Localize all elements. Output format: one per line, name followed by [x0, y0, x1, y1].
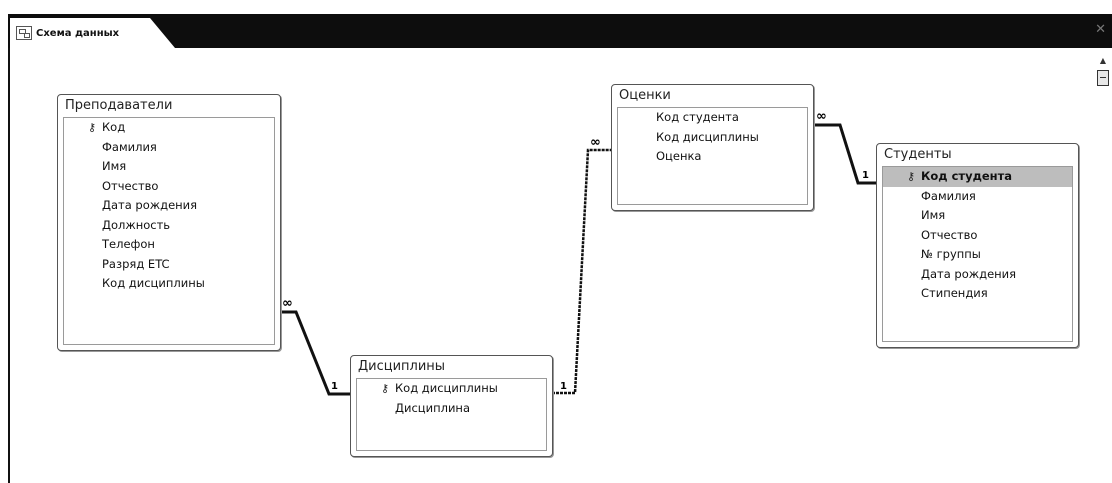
table-grades[interactable]: Оценки Код студента Код дисциплины Оценк…: [611, 84, 814, 211]
relation-label-many: ∞: [590, 135, 601, 150]
field-item[interactable]: Отчество: [921, 227, 978, 242]
field-item[interactable]: ⚷ Код: [64, 118, 274, 138]
table-students[interactable]: Студенты ⚷ Код студента Фамилия Имя Отче…: [876, 143, 1079, 348]
field-item[interactable]: Дата рождения: [921, 266, 1017, 281]
relation-label-one: 1: [862, 170, 869, 181]
table-title: Дисциплины: [358, 359, 446, 374]
field-item[interactable]: Имя: [102, 159, 127, 173]
close-icon[interactable]: ✕: [1095, 22, 1106, 37]
table-title: Преподаватели: [65, 98, 173, 113]
field-item[interactable]: Имя: [921, 208, 946, 222]
relationships-icon: [16, 26, 32, 40]
key-icon: ⚷: [907, 170, 916, 183]
top-strip: [0, 0, 1112, 14]
relation-label-many: ∞: [816, 109, 827, 124]
field-list: ⚷ Код студента Фамилия Имя Отчество № гр…: [882, 166, 1073, 342]
field-item[interactable]: Дисциплина: [395, 400, 470, 415]
field-item[interactable]: Должность: [102, 217, 171, 232]
scrollbar-thumb[interactable]: [1097, 70, 1109, 86]
field-list: ⚷ Код Фамилия Имя Отчество Дата рождения…: [63, 117, 275, 345]
field-item[interactable]: Код дисциплины: [102, 276, 205, 290]
field-item[interactable]: Стипендия: [921, 286, 988, 300]
field-item[interactable]: Код студента: [656, 110, 739, 124]
relation-line-disciplines-grades[interactable]: [552, 148, 612, 395]
table-title: Оценки: [619, 88, 671, 103]
field-item[interactable]: Дата рождения: [102, 198, 198, 212]
key-icon: ⚷: [88, 121, 97, 134]
relation-label-one: 1: [560, 381, 567, 392]
tab-title: Схема данных: [36, 27, 120, 39]
document-tab-bar: Схема данных ✕: [8, 14, 1112, 48]
field-list: Код студента Код дисциплины Оценка: [617, 107, 808, 205]
field-item[interactable]: ⚷ Код дисциплины: [357, 379, 546, 399]
table-disciplines[interactable]: Дисциплины ⚷ Код дисциплины Дисциплина: [350, 355, 553, 457]
scroll-up-icon[interactable]: ▲: [1099, 56, 1106, 65]
field-item[interactable]: Фамилия: [102, 139, 157, 154]
field-list: ⚷ Код дисциплины Дисциплина: [356, 378, 547, 451]
field-item[interactable]: Телефон: [102, 237, 155, 251]
relation-label-one: 1: [331, 381, 338, 392]
tab-schema[interactable]: Схема данных: [10, 18, 175, 48]
field-item[interactable]: Код дисциплины: [656, 129, 759, 144]
relation-line-grades-students[interactable]: [812, 123, 878, 185]
table-teachers[interactable]: Преподаватели ⚷ Код Фамилия Имя Отчество…: [57, 94, 281, 351]
key-icon: ⚷: [381, 382, 390, 395]
field-item[interactable]: Разряд ETC: [102, 256, 170, 271]
field-item[interactable]: Фамилия: [921, 188, 976, 203]
field-item[interactable]: Оценка: [656, 149, 702, 163]
relation-line-teachers-disciplines[interactable]: [280, 310, 352, 396]
field-item[interactable]: Отчество: [102, 178, 159, 193]
field-item-selected[interactable]: ⚷ Код студента: [883, 167, 1072, 187]
relation-label-many: ∞: [282, 296, 293, 311]
table-title: Студенты: [884, 147, 952, 162]
field-item[interactable]: № группы: [921, 247, 981, 261]
